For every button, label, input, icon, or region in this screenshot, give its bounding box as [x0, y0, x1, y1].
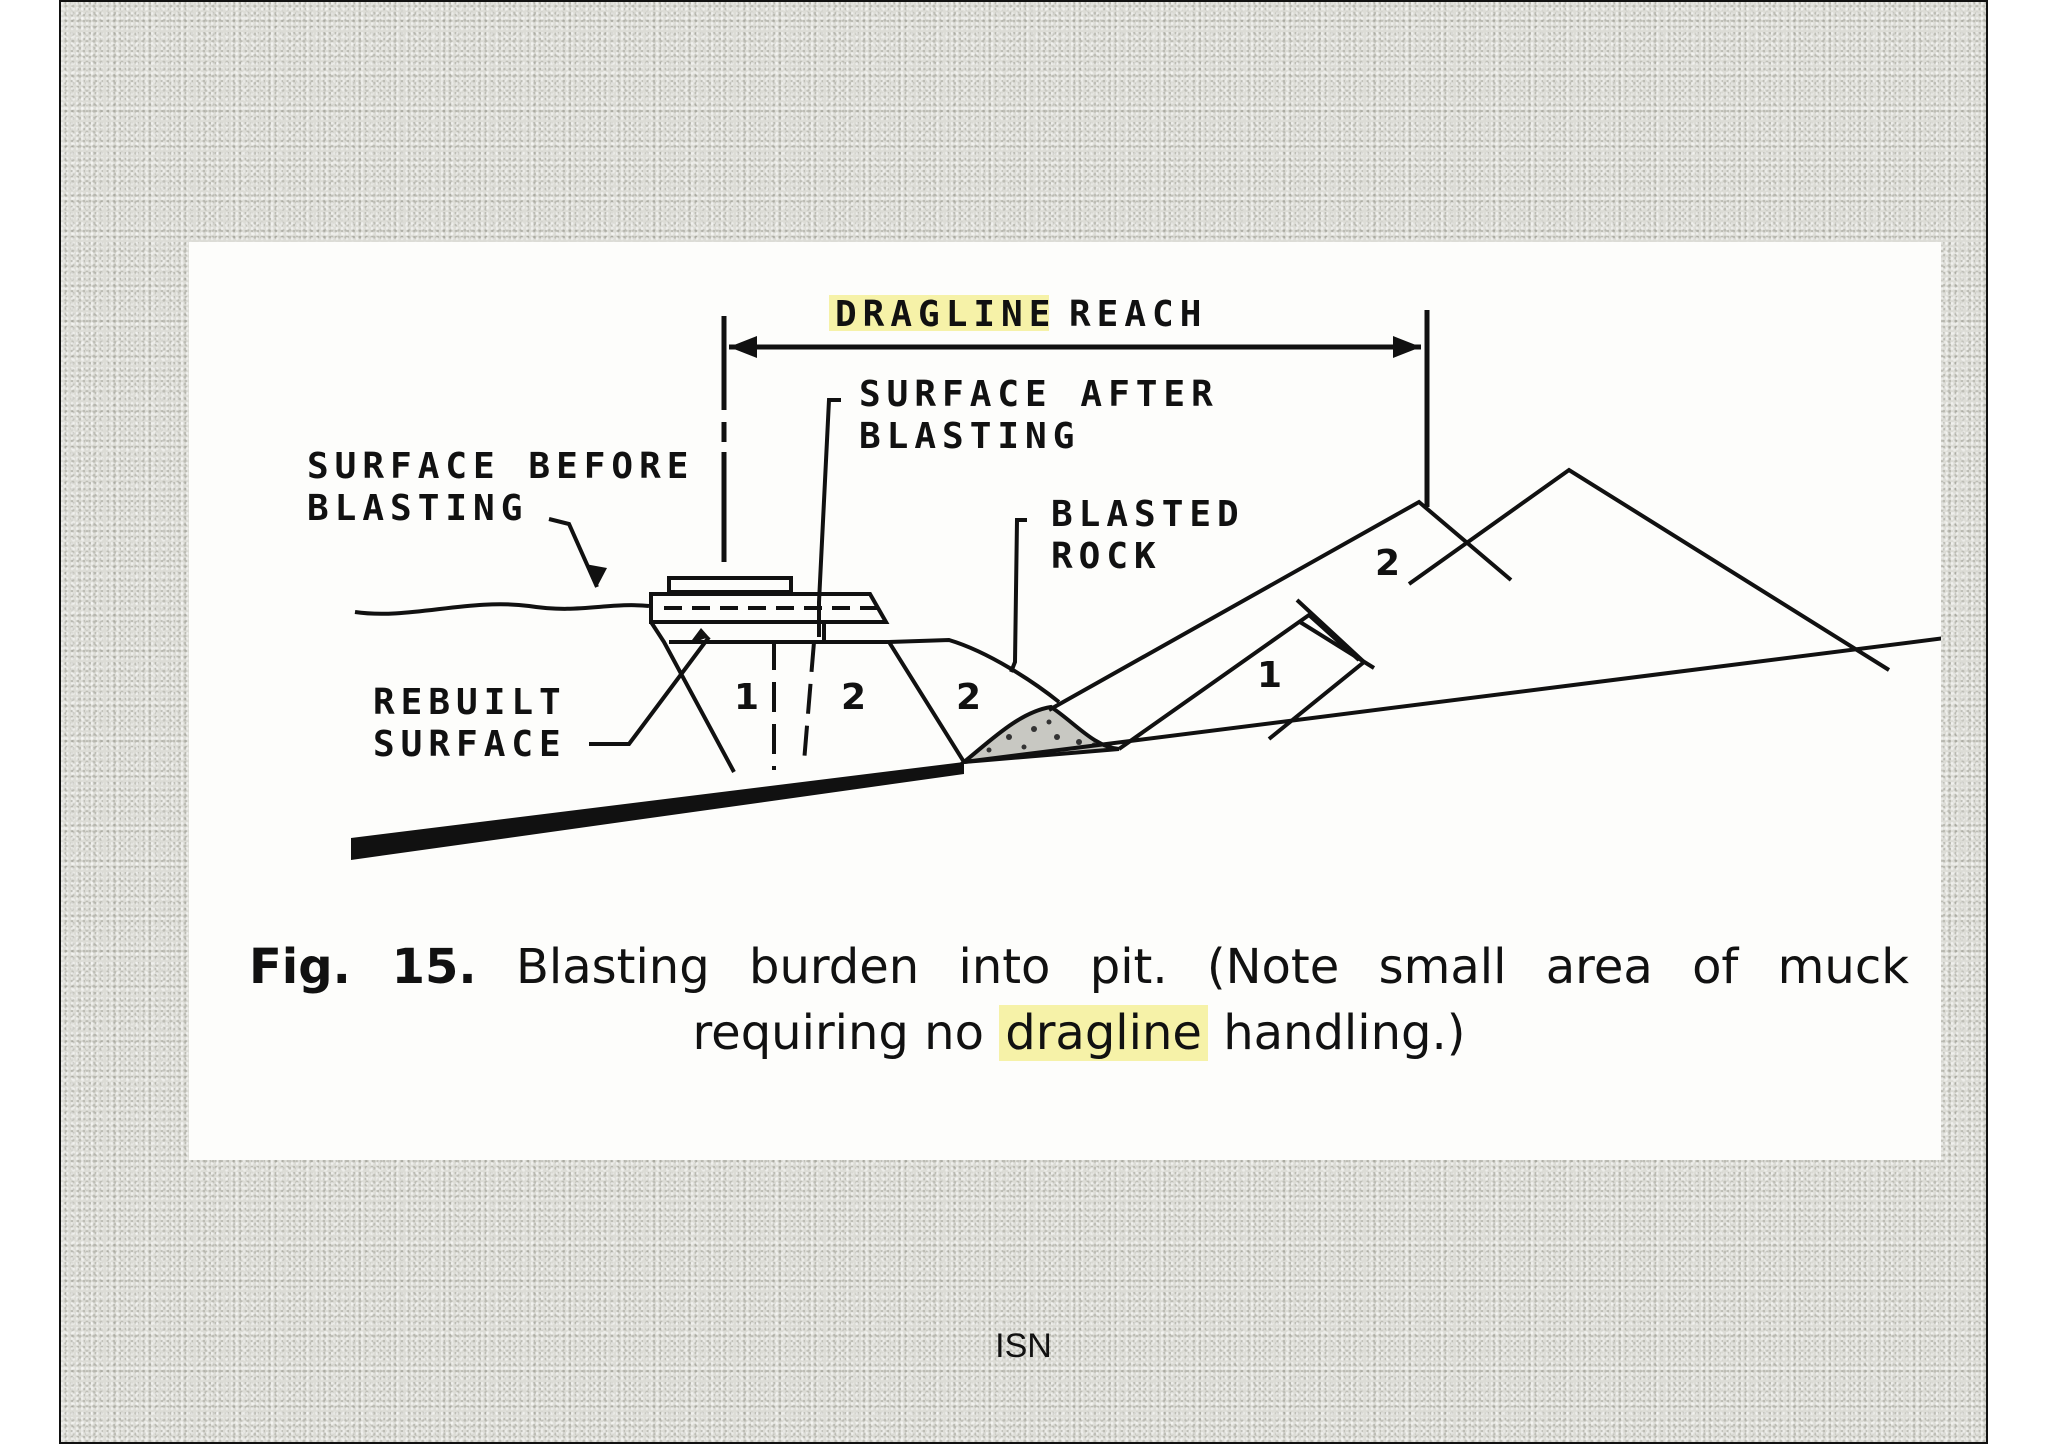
block-1-label: 1	[734, 677, 759, 718]
blasting-diagram: DRAGLINE REACH SURFACE AFTER BLASTING SU…	[307, 294, 1941, 860]
leader-arrow-icon	[585, 564, 607, 587]
caption-line-1-text: Blasting burden into pit. (Note small ar…	[515, 939, 1910, 995]
rebuilt-surface-label-1: REBUILT	[373, 682, 567, 723]
blasted-rock-label-1: BLASTED	[1051, 494, 1245, 535]
blasted-rock-label-2: ROCK	[1051, 536, 1162, 577]
spoil-1-label: 1	[1257, 655, 1282, 696]
blasted-2-label: 2	[956, 677, 981, 718]
slide: DRAGLINE REACH SURFACE AFTER BLASTING SU…	[59, 0, 1988, 1444]
reach-label-dragline: DRAGLINE	[835, 294, 1056, 335]
surface-before-label-1: SURFACE BEFORE	[307, 446, 694, 487]
arrow-left-icon	[729, 336, 757, 358]
caption-highlight-dragline: dragline	[999, 1005, 1208, 1061]
caption-line-2-start: requiring no	[692, 1005, 984, 1061]
surface-after-label-1: SURFACE AFTER	[859, 374, 1219, 415]
spoil-piles	[1048, 467, 1891, 751]
surface-before-label-2: BLASTING	[307, 488, 528, 529]
bench-blocks	[649, 576, 1061, 773]
caption-fig-number: Fig. 15.	[249, 939, 477, 995]
rebuilt-surface-label-2: SURFACE	[373, 724, 567, 765]
spoil-2-label: 2	[1375, 543, 1400, 584]
figure-caption: Fig. 15. Blasting burden into pit. (Note…	[249, 934, 1909, 1066]
reach-dimension	[721, 310, 1430, 562]
footer-label: ISN	[995, 1327, 1052, 1365]
surface-after-label-2: BLASTING	[859, 416, 1080, 457]
coal-seam	[351, 762, 964, 860]
caption-line-2: requiring no dragline handling.)	[249, 1000, 1909, 1066]
ground-surface	[354, 602, 650, 616]
dragline-highlight	[829, 295, 1049, 331]
figure-panel: DRAGLINE REACH SURFACE AFTER BLASTING SU…	[189, 242, 1941, 1160]
arrow-right-icon	[1393, 336, 1421, 358]
pit-floor	[963, 636, 1941, 764]
reach-label-reach: REACH	[1069, 294, 1207, 335]
caption-line-1: Fig. 15. Blasting burden into pit. (Note…	[249, 934, 1909, 1000]
block-2-label: 2	[841, 677, 866, 718]
caption-line-2-end: handling.)	[1223, 1005, 1466, 1061]
